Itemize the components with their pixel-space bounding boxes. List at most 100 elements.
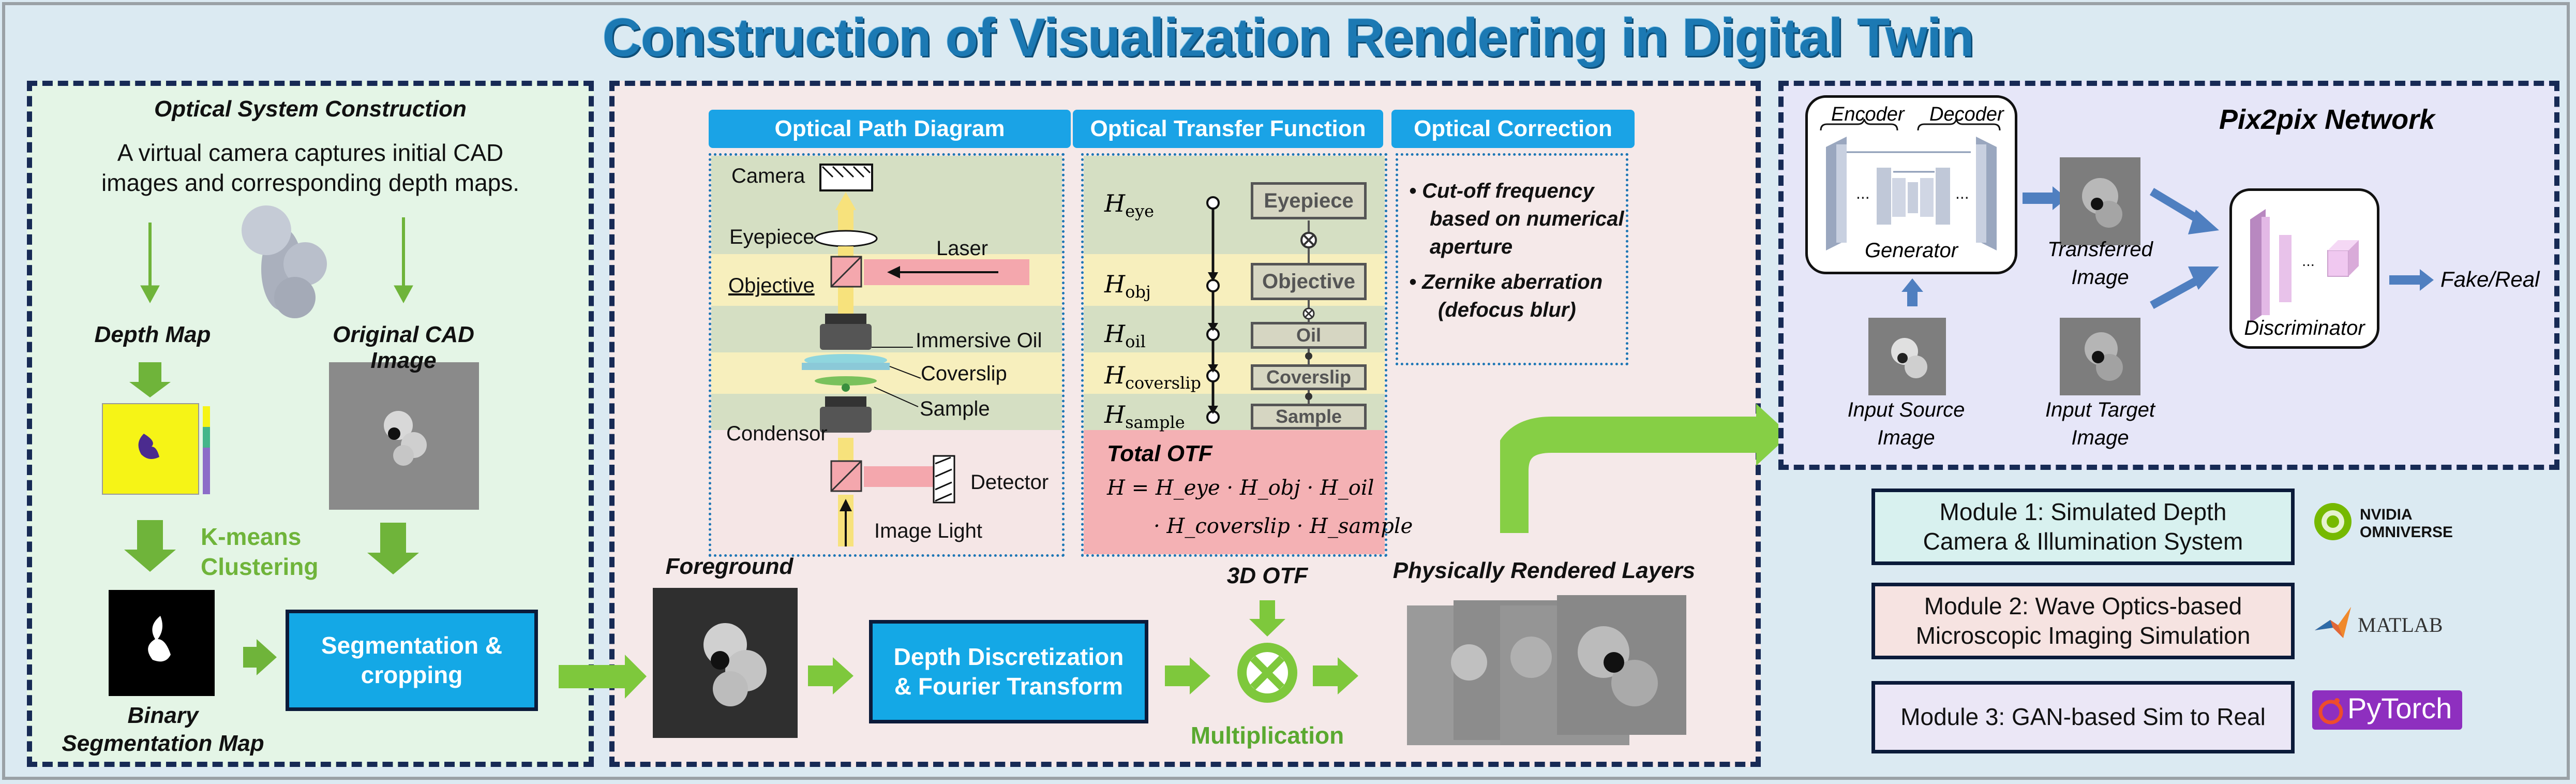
pytorch-logo-text: PyTorch	[2347, 692, 2452, 724]
correction-item2-line1: • Zernike aberration	[1409, 271, 1603, 293]
pytorch-logo	[2312, 690, 2462, 730]
correction-item1-line2: based on numerical	[1430, 208, 1624, 230]
coverslip-label: Coverslip	[921, 362, 1007, 385]
h-oil-base: H	[1104, 320, 1126, 348]
correction-item2-line1-text: Zernike aberration	[1422, 271, 1603, 293]
module-3-line: Module 3: GAN-based Sim to Real	[1900, 703, 2266, 731]
green-arrows	[124, 217, 419, 675]
matlab-logo-icon	[2315, 607, 2351, 638]
laser-label: Laser	[936, 237, 989, 260]
foreground-image	[653, 588, 798, 738]
h-sample-sub: sample	[1125, 412, 1185, 433]
formula-line-2: · H_coverslip · H_sample	[1154, 514, 1413, 538]
h-obj-base: H	[1104, 270, 1126, 298]
correction-item2-line2: (defocus blur)	[1438, 299, 1576, 321]
nvidia-logo-text-1: NVIDIA	[2360, 506, 2413, 523]
generator-graphics: ... ...	[1820, 119, 2001, 250]
encoder-label: Encoder	[1831, 103, 1905, 125]
condensor-label: Condensor	[726, 422, 828, 445]
discriminator-label: Discriminator	[2244, 317, 2365, 339]
original-cad-label: Original CAD Image	[333, 322, 474, 373]
otf-box-coverslip: Coverslip	[1251, 364, 1367, 390]
multiplication-label: Multiplication	[1190, 722, 1344, 749]
description-line-1: A virtual camera captures initial CAD	[117, 139, 504, 166]
h-eye-sub: eye	[1125, 201, 1155, 221]
otf-box	[1081, 153, 1387, 557]
h-coverslip: Hcoverslip	[1104, 361, 1201, 393]
h-obj: Hobj	[1104, 270, 1151, 302]
image-light-label: Image Light	[874, 520, 983, 542]
rendered-layers-images	[1407, 595, 1686, 745]
transferred-label-1: Transferred	[2047, 238, 2153, 261]
kmeans-label-1: K-means	[201, 523, 302, 550]
h-oil: Hoil	[1104, 320, 1146, 351]
discriminator-graphics: ...	[2250, 209, 2359, 323]
optical-band-top	[711, 156, 1062, 254]
input-target-label-2: Image	[2071, 426, 2129, 449]
nvidia-omniverse-logo	[2314, 503, 2352, 540]
total-otf-band	[1084, 430, 1385, 554]
input-source-label-2: Image	[1877, 426, 1935, 449]
correction-item1-line1-text: Cut-off frequency	[1422, 180, 1594, 202]
otf-chain-graphics	[1206, 196, 1317, 424]
segmentation-cropping-box: Segmentation &cropping	[286, 610, 538, 711]
otf-box-sample: Sample	[1251, 404, 1367, 430]
otf-header: Optical Transfer Function	[1073, 110, 1383, 148]
pix2pix-arrows	[1901, 186, 2434, 309]
h-sample: Hsample	[1104, 401, 1185, 432]
otf-box-eyepiece: Eyepiece	[1251, 182, 1367, 219]
sample-label: Sample	[920, 397, 990, 420]
eyepiece-label: Eyepiece	[729, 226, 815, 248]
pipeline-arrow	[1500, 404, 1790, 533]
input-source-label-1: Input Source	[1847, 398, 1965, 421]
correction-item1-line1: • Cut-off frequency	[1409, 180, 1594, 202]
binary-label-1: Binary	[127, 703, 199, 728]
module-3-box: Module 3: GAN-based Sim to Real	[1871, 681, 2295, 753]
h-eye: Heye	[1104, 189, 1154, 221]
h-oil-sub: oil	[1125, 332, 1146, 352]
fake-real-label: Fake/Real	[2440, 267, 2540, 291]
module-1-line-1: Module 1: Simulated Depth	[1939, 498, 2227, 525]
optical-band-green	[711, 306, 1062, 352]
otf-box-objective: Objective	[1251, 263, 1367, 300]
nvidia-logo-text-2: OMNIVERSE	[2360, 524, 2453, 541]
left-panel-graphics	[102, 205, 479, 696]
binary-map-image	[109, 590, 215, 696]
generator-dots-left: ...	[1856, 184, 1870, 202]
depth-map-image	[102, 403, 210, 495]
original-cad-image	[329, 362, 479, 510]
optical-correction-header: Optical Correction	[1391, 110, 1635, 148]
camera-label: Camera	[731, 165, 805, 187]
generator-dots-right: ...	[1955, 184, 1969, 202]
description-line-2: images and corresponding depth maps.	[101, 169, 520, 196]
pytorch-flame-icon	[2318, 698, 2343, 724]
segmentation-line-1: Segmentation &	[321, 631, 503, 659]
h-obj-sub: obj	[1125, 282, 1151, 302]
transferred-label-2: Image	[2071, 266, 2129, 289]
optical-path-header: Optical Path Diagram	[709, 110, 1071, 148]
cad-object-icon	[242, 205, 327, 318]
optical-band-green-2	[711, 394, 1062, 430]
module-2-line-2: Microscopic Imaging Simulation	[1915, 622, 2251, 649]
input-source-image	[1868, 318, 1946, 395]
optical-system-heading: Optical System Construction	[154, 96, 467, 122]
rendered-layers-label: Physically Rendered Layers	[1392, 558, 1696, 583]
input-target-image	[2060, 318, 2140, 395]
h-coverslip-sub: coverslip	[1125, 373, 1201, 393]
optical-correction-box	[1396, 153, 1628, 365]
h-eye-base: H	[1104, 189, 1126, 217]
decoder-label: Decoder	[1929, 103, 2004, 125]
otf-box-oil: Oil	[1251, 322, 1367, 349]
middle-arrows	[559, 655, 1358, 699]
kmeans-label-2: Clustering	[201, 553, 319, 580]
depth-line-1: Depth Discretization	[893, 643, 1124, 670]
h-coverslip-base: H	[1104, 361, 1126, 389]
transferred-image	[2060, 157, 2140, 245]
depth-line-2: & Fourier Transform	[894, 673, 1124, 700]
depth-map-label: Depth Map	[94, 322, 211, 347]
segmentation-line-2: cropping	[361, 661, 463, 688]
input-target-label-1: Input Target	[2045, 398, 2155, 421]
correction-text: • Cut-off frequency based on numerical a…	[1409, 177, 1624, 324]
